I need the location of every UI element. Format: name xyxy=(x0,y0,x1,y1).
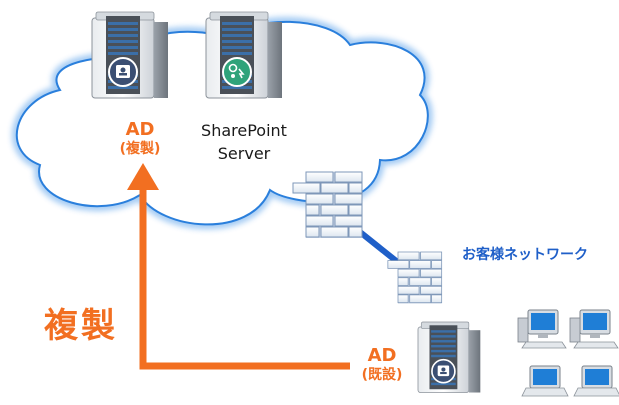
ad-existing-title: AD xyxy=(367,345,397,366)
server-sharepoint-icon xyxy=(205,11,283,99)
replication-label: 複製 xyxy=(44,306,118,346)
desktop-pc-icon xyxy=(517,309,567,349)
server-ad-icon xyxy=(417,321,481,393)
server-ad-icon xyxy=(91,11,169,99)
ad-existing-subtitle: (既設) xyxy=(361,367,403,383)
laptop-icon xyxy=(521,365,569,397)
replication-arrow xyxy=(127,163,350,370)
sharepoint-label-line2: Server xyxy=(217,144,271,163)
ad-replica-subtitle: (複製) xyxy=(119,141,161,157)
ad-replica-label: AD (複製) xyxy=(108,120,172,158)
laptop-icon xyxy=(573,365,619,397)
ad-replica-title: AD xyxy=(125,119,155,140)
sharepoint-label: SharePoint Server xyxy=(196,119,292,165)
ad-existing-label: AD (既設) xyxy=(352,346,412,384)
sharepoint-label-line1: SharePoint xyxy=(201,121,287,140)
desktop-pc-icon xyxy=(569,309,619,349)
customer-network-label: お客様ネットワーク xyxy=(462,247,588,263)
